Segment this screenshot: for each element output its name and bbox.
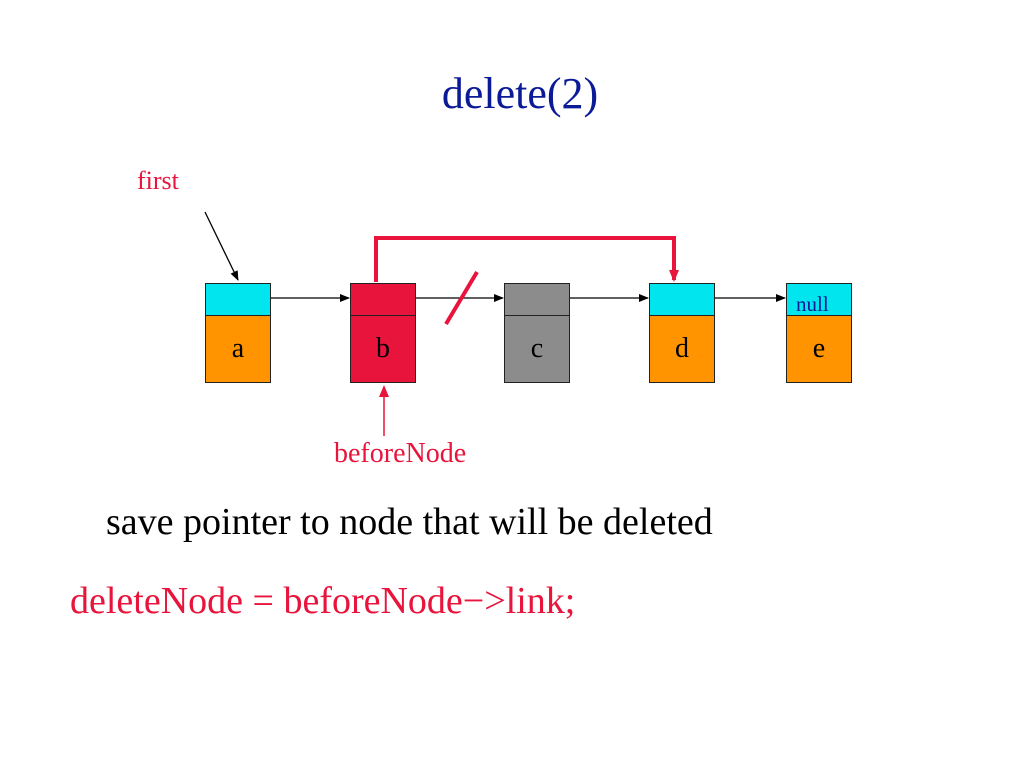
node-a: a [205,283,271,383]
bypass-link-b-to-d [374,236,679,282]
node-a-value: a [206,316,270,382]
null-label: null [796,292,829,316]
node-b: b [350,283,416,383]
first-pointer-label: first [137,166,179,195]
node-b-value: b [351,316,415,382]
node-b-pointer-field [351,284,415,316]
node-e-pointer-field [787,284,851,316]
node-d: d [649,283,715,383]
cut-mark [444,270,479,326]
node-c-value: c [505,316,569,382]
node-d-value: d [650,316,714,382]
slide-title: delete(2) [441,69,599,118]
node-d-pointer-field [650,284,714,316]
node-a-pointer-field [206,284,270,316]
node-e-value: e [787,316,851,382]
code-line: deleteNode = beforeNode−>link; [70,580,576,622]
before-node-label: beforeNode [334,438,467,469]
node-c: c [504,283,570,383]
node-c-pointer-field [505,284,569,316]
first-arrow [204,211,239,281]
caption-text: save pointer to node that will be delete… [106,501,713,543]
node-e: e [786,283,852,383]
